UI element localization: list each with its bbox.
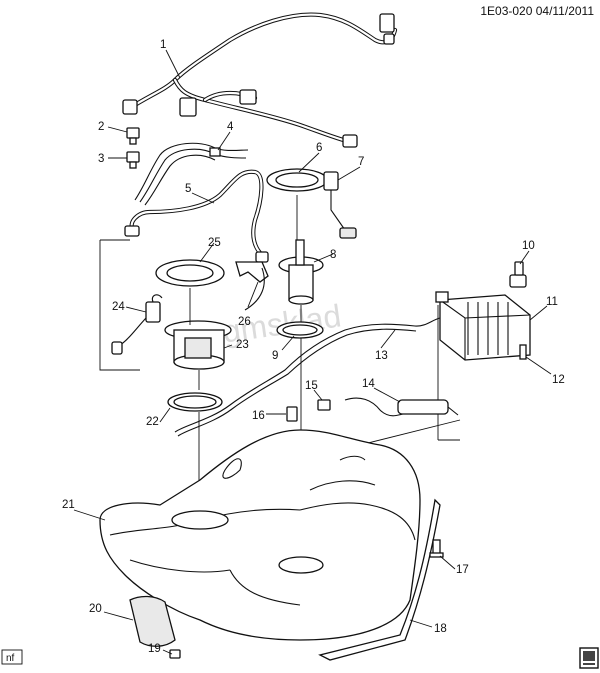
callout-22: 22 [146, 416, 159, 428]
callout-19: 19 [148, 643, 161, 655]
fuel-pump-module-8 [278, 195, 324, 305]
connector-2 [126, 127, 140, 145]
leader-lines [73, 49, 552, 655]
image-icon [579, 647, 599, 669]
diagram-reference: 1E03-020 04/11/2011 [480, 4, 594, 18]
callout-15: 15 [305, 380, 318, 392]
callout-10: 10 [522, 240, 535, 252]
callout-6: 6 [316, 142, 322, 154]
footer-tag: nf [1, 649, 23, 665]
seal-9 [276, 321, 324, 339]
bolt-17 [429, 539, 444, 558]
callout-14: 14 [362, 378, 375, 390]
callout-9: 9 [272, 350, 278, 362]
callout-24: 24 [112, 301, 125, 313]
lock-ring-25 [155, 259, 225, 287]
callout-5: 5 [185, 183, 191, 195]
bolt-12 [519, 344, 527, 360]
bolt-19 [169, 649, 181, 659]
clip-15 [317, 399, 331, 411]
callout-11: 11 [546, 296, 558, 308]
callout-12: 12 [552, 374, 565, 386]
wiring-harness [122, 12, 398, 148]
fuel-tank [99, 429, 421, 641]
callout-25: 25 [208, 237, 221, 249]
callout-16: 16 [252, 410, 265, 422]
callout-23: 23 [236, 339, 249, 351]
fuel-line-bundle [134, 142, 249, 206]
callout-13: 13 [375, 350, 388, 362]
callout-labels: 1 2 3 4 5 6 7 8 9 10 11 12 13 14 15 16 1… [62, 39, 565, 655]
valve-10 [509, 261, 527, 288]
callout-3: 3 [98, 153, 104, 165]
lock-ring-6 [266, 168, 328, 192]
evap-canister [435, 291, 531, 361]
seal-22 [167, 392, 223, 412]
heat-shield-20 [129, 595, 176, 647]
callout-18: 18 [434, 623, 447, 635]
footer-tag-text: nf [6, 653, 15, 664]
fuel-level-sender [323, 171, 357, 239]
vent-hose-14 [344, 397, 459, 417]
callout-7: 7 [358, 156, 364, 168]
vapor-line-13 [174, 317, 441, 437]
callout-20: 20 [89, 603, 102, 615]
clip-16 [286, 406, 298, 422]
fuel-feed-pipe [124, 169, 269, 263]
callout-4: 4 [227, 121, 234, 133]
callout-2: 2 [98, 121, 104, 133]
callout-17: 17 [456, 564, 469, 576]
callout-21: 21 [62, 499, 75, 511]
callout-8: 8 [330, 249, 336, 261]
connector-3 [126, 151, 140, 169]
callout-26: 26 [238, 316, 251, 328]
callout-1: 1 [160, 39, 166, 51]
fuel-pump-module-23 [164, 320, 232, 370]
bracket-26 [235, 261, 269, 311]
